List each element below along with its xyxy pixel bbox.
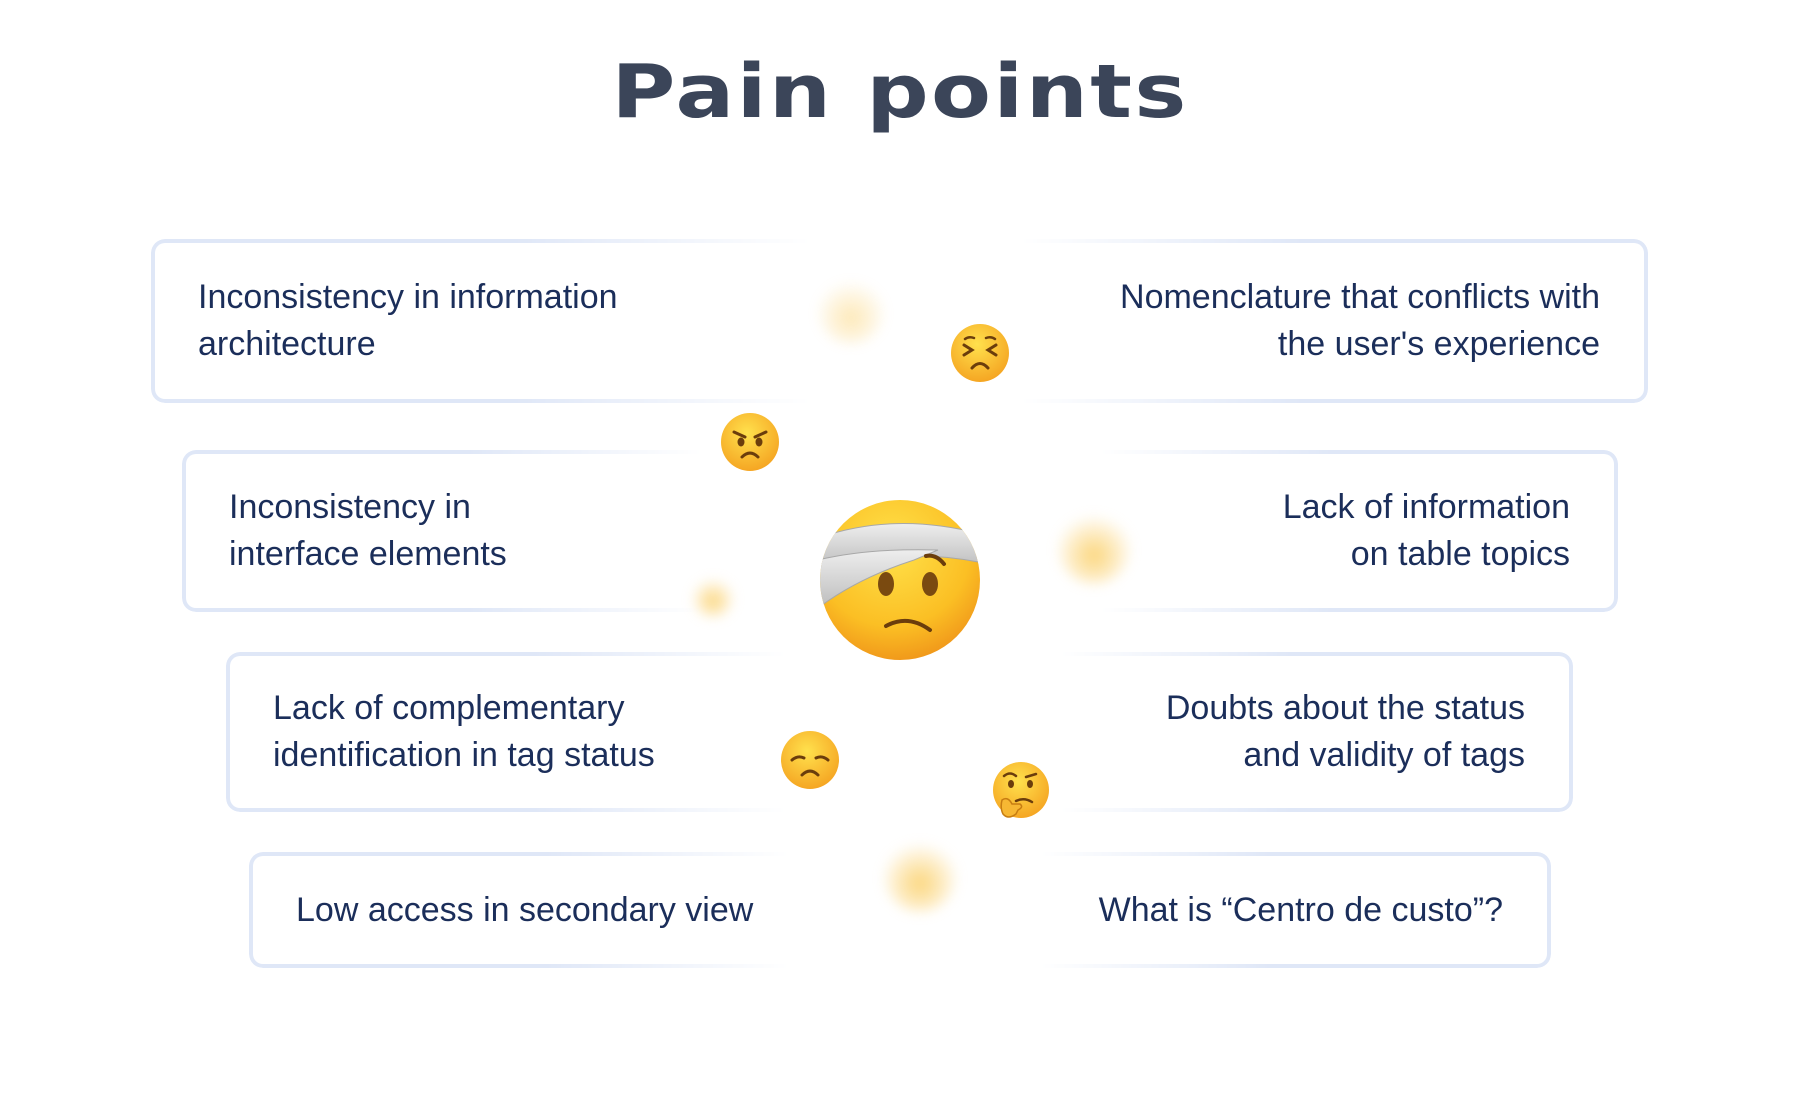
pain-point-text: Lack of information on table topics bbox=[1282, 488, 1570, 573]
angry-face-icon bbox=[721, 413, 779, 471]
blurred-emoji-decoration bbox=[818, 278, 884, 344]
pain-point-text: Inconsistency in interface elements bbox=[229, 488, 507, 573]
card-border bbox=[1020, 239, 1648, 403]
pain-point-text: Inconsistency in information architectur… bbox=[198, 278, 618, 363]
pain-point-card: Lack of information on table topics bbox=[1100, 450, 1618, 612]
pain-point-card: Nomenclature that conflicts with the use… bbox=[1020, 239, 1648, 403]
card-border bbox=[151, 239, 811, 403]
pain-point-text: What is “Centro de custo”? bbox=[1098, 890, 1503, 929]
card-border bbox=[1040, 852, 1551, 968]
card-border bbox=[1060, 652, 1573, 812]
card-border bbox=[182, 450, 702, 612]
pain-point-text: Nomenclature that conflicts with the use… bbox=[1120, 278, 1600, 363]
pain-point-card: Inconsistency in information architectur… bbox=[151, 239, 811, 403]
disappointed-face-icon bbox=[781, 731, 839, 789]
thinking-face-icon bbox=[993, 762, 1049, 818]
page-title: Pain points bbox=[611, 49, 1189, 135]
pain-point-text: Doubts about the status and validity of … bbox=[1165, 689, 1525, 774]
card-border bbox=[249, 852, 789, 968]
blurred-emoji-decoration bbox=[1058, 512, 1130, 584]
face-with-head-bandage-icon bbox=[820, 500, 980, 660]
pain-point-card: Inconsistency in interface elements bbox=[182, 450, 702, 612]
pain-point-text: Lack of complementary identification in … bbox=[273, 689, 655, 774]
card-border bbox=[226, 652, 786, 812]
pain-point-card: Lack of complementary identification in … bbox=[226, 652, 786, 812]
blurred-emoji-decoration bbox=[884, 840, 956, 912]
card-border bbox=[1100, 450, 1618, 612]
pain-point-text: Low access in secondary view bbox=[296, 890, 754, 929]
pain-point-card: Doubts about the status and validity of … bbox=[1060, 652, 1573, 812]
blurred-emoji-decoration bbox=[693, 577, 733, 617]
pain-point-card: What is “Centro de custo”? bbox=[1040, 852, 1551, 968]
persevering-face-icon bbox=[951, 324, 1009, 382]
pain-point-card: Low access in secondary view bbox=[249, 852, 789, 968]
